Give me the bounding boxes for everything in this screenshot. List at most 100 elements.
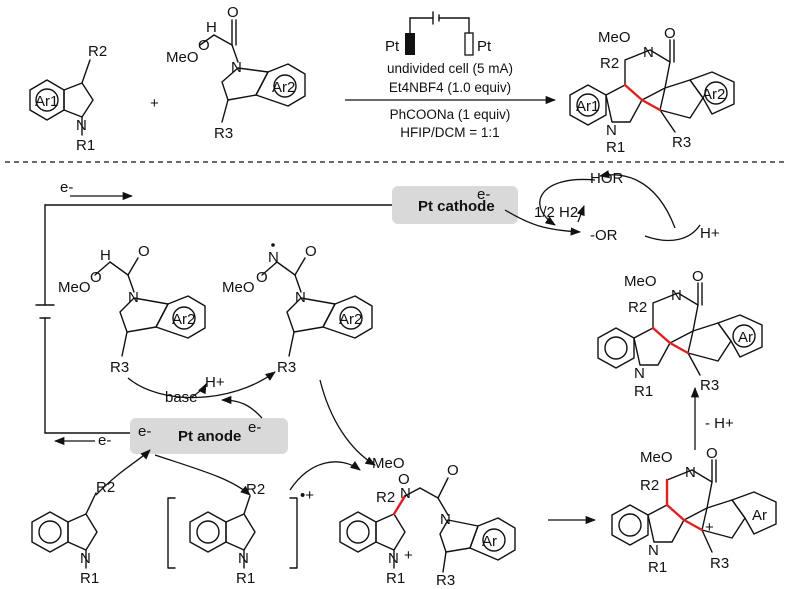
- product-mechanism: MeO N O R2 Ar N R1 R3: [597, 268, 763, 400]
- circuit: e- e-: [35, 179, 393, 449]
- n-label: N: [128, 289, 139, 306]
- meo-label: MeO: [58, 279, 91, 296]
- n-label: N: [238, 550, 249, 567]
- r3-label: R3: [710, 555, 729, 572]
- electrode-cathode-icon: [464, 32, 474, 56]
- o-label: O: [398, 471, 410, 488]
- o-label: O: [256, 269, 268, 286]
- ar2-label: Ar2: [272, 79, 295, 96]
- n-label: N: [606, 122, 617, 139]
- h-label: H: [100, 247, 111, 264]
- carbonyl-o-label: O: [692, 268, 704, 285]
- reactant-carbamoyl-indole: MeO O H O N Ar2 R3: [166, 4, 306, 142]
- electrolysis-setup: Pt Pt: [385, 11, 492, 56]
- n-label: N: [400, 485, 411, 502]
- n-label: N: [643, 44, 654, 61]
- r1-label: R1: [80, 570, 99, 587]
- r3-label: R3: [110, 359, 129, 376]
- pt-cathode-label: Pt cathode: [418, 198, 495, 215]
- iminium-n-label: N: [388, 550, 399, 567]
- ar-label: Ar: [752, 507, 767, 524]
- cationic-intermediate: MeO N O R2 Ar N R1 + R3: [611, 445, 777, 576]
- r1-label: R1: [236, 570, 255, 587]
- radical-dot-icon: [271, 243, 275, 247]
- r3-label: R3: [436, 572, 455, 589]
- plus-charge: +: [404, 547, 413, 564]
- ar1-label: Ar1: [35, 93, 58, 110]
- carbonyl-o-label: O: [664, 25, 676, 42]
- r2-label: R2: [88, 43, 107, 60]
- r1-label: R1: [386, 570, 405, 587]
- r2-label: R2: [600, 55, 619, 72]
- base-arrow: [127, 371, 276, 399]
- r1-label: R1: [648, 559, 667, 576]
- r3-label: R3: [672, 134, 691, 151]
- o-label: O: [198, 37, 210, 54]
- r1-label: R1: [606, 139, 625, 156]
- cathode-electron: e-: [477, 186, 490, 203]
- anode-electron-left: e-: [138, 423, 151, 440]
- carbonyl-o-label: O: [305, 243, 317, 260]
- ar-label: Ar: [482, 533, 497, 550]
- base-h-plus: H+: [205, 374, 225, 391]
- reactant-indole-ar1: Ar1 R2 N R1: [29, 43, 107, 154]
- ar1-label: Ar1: [576, 98, 599, 115]
- carbonyl-o-label: O: [227, 4, 239, 21]
- r3-label: R3: [277, 359, 296, 376]
- plus-sign: +: [150, 95, 159, 112]
- r3-label: R3: [700, 377, 719, 394]
- ar2-label: Ar2: [702, 86, 725, 103]
- h2-label: 1/2 H2: [534, 204, 578, 221]
- anode-electron-right: e-: [248, 419, 261, 436]
- substrate-carbamoyl-indole: MeO O H O N Ar2 R3: [58, 243, 206, 376]
- iminium-intermediate: MeO O N O N Ar R2 N + R1 R3: [339, 455, 516, 589]
- r2-label: R2: [628, 299, 647, 316]
- meo-label: MeO: [222, 279, 255, 296]
- amidyl-radical: MeO O N O N Ar2 R3: [222, 243, 373, 376]
- n-label: N: [685, 464, 696, 481]
- hor-label: HOR: [590, 170, 624, 187]
- carbonyl-o-label: O: [138, 243, 150, 260]
- o-label: O: [90, 269, 102, 286]
- ar2-label: Ar2: [339, 311, 362, 328]
- indole-substrate: R2 N R1: [31, 479, 115, 587]
- n-label: N: [634, 365, 645, 382]
- radical-cation-charge: •+: [300, 487, 314, 504]
- meo-label: MeO: [640, 449, 673, 466]
- condition-solvent: HFIP/DCM = 1:1: [400, 125, 499, 140]
- ar-label: Ar: [738, 329, 753, 346]
- n-label: N: [80, 550, 91, 567]
- r1-label: R1: [76, 137, 95, 154]
- r1-label: R1: [634, 383, 653, 400]
- pt-cathode-box: [392, 186, 518, 224]
- plus-charge: +: [705, 519, 714, 536]
- h-plus-label: H+: [700, 225, 720, 242]
- ar2-label: Ar2: [172, 311, 195, 328]
- meo-label: MeO: [598, 29, 631, 46]
- pt-anode-box: [130, 418, 288, 454]
- meo-label: MeO: [624, 273, 657, 290]
- r3-label: R3: [214, 125, 233, 142]
- r2-label: R2: [376, 489, 395, 506]
- cathode-cycle: HOR 1/2 H2 -OR H+: [504, 170, 720, 244]
- n-label: N: [76, 117, 87, 134]
- n-label: N: [671, 287, 682, 304]
- n-label: N: [295, 289, 306, 306]
- electron-bottom: e-: [98, 432, 111, 449]
- meo-label: MeO: [166, 49, 199, 66]
- r2-label: R2: [640, 477, 659, 494]
- electrode-anode-icon: [405, 33, 415, 55]
- h-label: H: [206, 19, 217, 36]
- deprotonation-label: - H+: [705, 415, 734, 432]
- condition-base: PhCOONa (1 equiv): [390, 107, 511, 122]
- condition-electrolyte: Et4NBF4 (1.0 equiv): [389, 80, 511, 95]
- base-label: base: [165, 389, 198, 406]
- r2-label: R2: [96, 479, 115, 496]
- cathode-pt-label: Pt: [477, 38, 492, 55]
- product-top: MeO N O R2 Ar1 Ar2 N R1 R3: [569, 25, 735, 156]
- n-label: N: [648, 542, 659, 559]
- alkoxide-label: -OR: [590, 227, 618, 244]
- pt-anode-label: Pt anode: [178, 428, 241, 445]
- radical-n-label: N: [268, 249, 279, 266]
- radical-cation: R2 N R1 •+: [167, 481, 314, 587]
